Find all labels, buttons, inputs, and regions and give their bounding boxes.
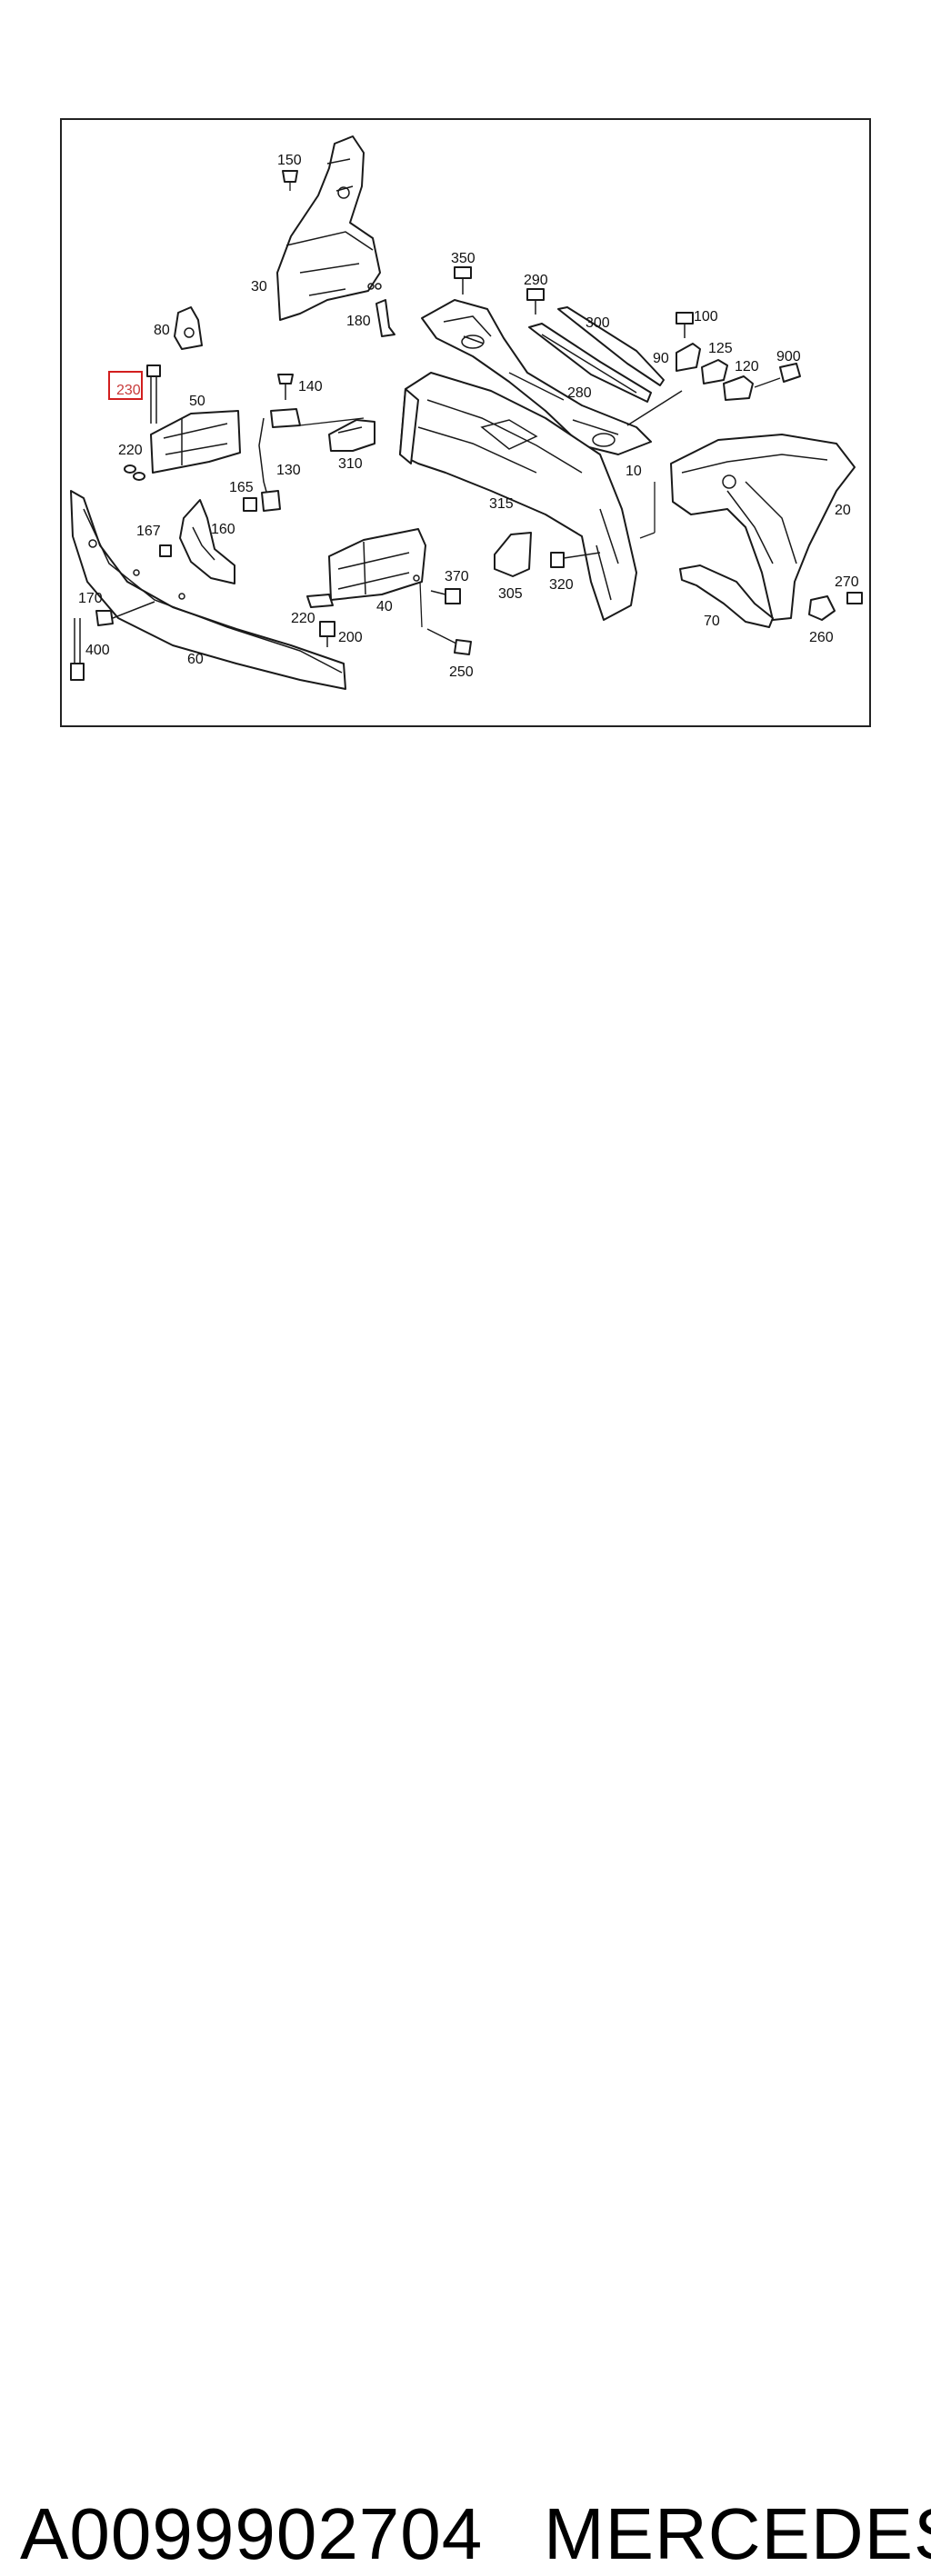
part-315-front-structure — [399, 372, 637, 621]
part-20-side-bracket — [639, 434, 856, 621]
callout-167: 167 — [136, 524, 161, 539]
callout-90: 90 — [653, 351, 669, 366]
part-10-upper-crossmember — [421, 299, 683, 455]
callout-30: 30 — [251, 279, 267, 295]
callout-80: 80 — [154, 323, 170, 338]
callout-230: 230 — [116, 383, 141, 398]
callout-10: 10 — [626, 464, 642, 479]
part-167-clip — [159, 544, 172, 557]
callout-220-left: 220 — [118, 443, 143, 458]
callout-100: 100 — [694, 309, 718, 324]
callout-165: 165 — [229, 480, 254, 495]
part-310-bracket — [328, 419, 375, 452]
highlight-box-230 — [108, 371, 143, 400]
part-400-long-bolt — [70, 618, 85, 681]
part-130-cable — [258, 408, 365, 512]
callout-290: 290 — [524, 273, 548, 288]
callout-350: 350 — [451, 251, 476, 266]
callout-125: 125 — [708, 341, 733, 356]
part-320-bolt — [550, 552, 601, 568]
part-90-clip — [676, 343, 701, 372]
part-150-clip — [282, 170, 298, 191]
part-180-bracket — [375, 299, 395, 337]
callout-310: 310 — [338, 456, 363, 472]
callout-70: 70 — [704, 614, 720, 629]
callout-60: 60 — [187, 652, 204, 667]
part-900-cap — [754, 363, 801, 388]
part-350-bolt — [454, 266, 472, 295]
part-120-clip — [723, 375, 754, 401]
part-290-bolt — [526, 288, 545, 315]
callout-130: 130 — [276, 463, 301, 478]
callout-250: 250 — [449, 664, 474, 680]
part-125-clip — [701, 359, 728, 384]
part-220-washers-left — [124, 464, 145, 481]
part-270-bolt — [846, 592, 863, 604]
part-140-bolt — [277, 374, 294, 400]
callout-120: 120 — [735, 359, 759, 374]
callout-300: 300 — [586, 315, 610, 331]
part-260-grommet — [808, 595, 836, 621]
callout-320: 320 — [549, 577, 574, 593]
part-200-bolt — [319, 621, 335, 647]
callout-400: 400 — [85, 643, 110, 658]
part-60-bumper-beam — [70, 490, 346, 690]
part-number: A0099902704 — [20, 2493, 484, 2574]
callout-305: 305 — [498, 586, 523, 602]
callout-170: 170 — [78, 591, 103, 606]
callout-200: 200 — [338, 630, 363, 645]
part-80-bracket — [174, 306, 203, 350]
part-300-seal — [557, 306, 665, 386]
part-280-seal — [528, 323, 652, 403]
callout-20: 20 — [835, 503, 851, 518]
callout-180: 180 — [346, 314, 371, 329]
parts-diagram: 150 30 180 80 230 50 140 220 130 165 310… — [70, 135, 863, 690]
part-160-bracket — [179, 499, 235, 584]
part-30-side-bracket — [276, 135, 382, 321]
part-170-bolt — [95, 601, 155, 626]
part-40-bracket — [328, 528, 426, 601]
callout-50: 50 — [189, 394, 205, 409]
callout-370: 370 — [445, 569, 469, 584]
part-370-bolt — [430, 588, 461, 604]
callout-900: 900 — [776, 349, 801, 364]
callout-40: 40 — [376, 599, 393, 614]
part-50-bracket — [150, 410, 241, 474]
callout-260: 260 — [809, 630, 834, 645]
part-165-clip — [243, 497, 257, 512]
part-220-washers-center — [306, 594, 334, 608]
callout-315: 315 — [489, 496, 514, 512]
caption-bar: A0099902704 MERCEDES — [0, 1245, 931, 2574]
part-100-bolt — [676, 312, 694, 338]
part-230-bolt — [146, 364, 161, 424]
callout-270: 270 — [835, 574, 859, 590]
part-70-lower-rail — [679, 564, 774, 628]
part-250-bolt — [419, 581, 472, 655]
callout-160: 160 — [211, 522, 235, 537]
part-305-bracket — [494, 532, 532, 577]
callout-150: 150 — [277, 153, 302, 168]
callout-220-center: 220 — [291, 611, 315, 626]
callout-140: 140 — [298, 379, 323, 394]
brand-name: MERCEDES — [544, 2493, 931, 2574]
callout-280: 280 — [567, 385, 592, 401]
